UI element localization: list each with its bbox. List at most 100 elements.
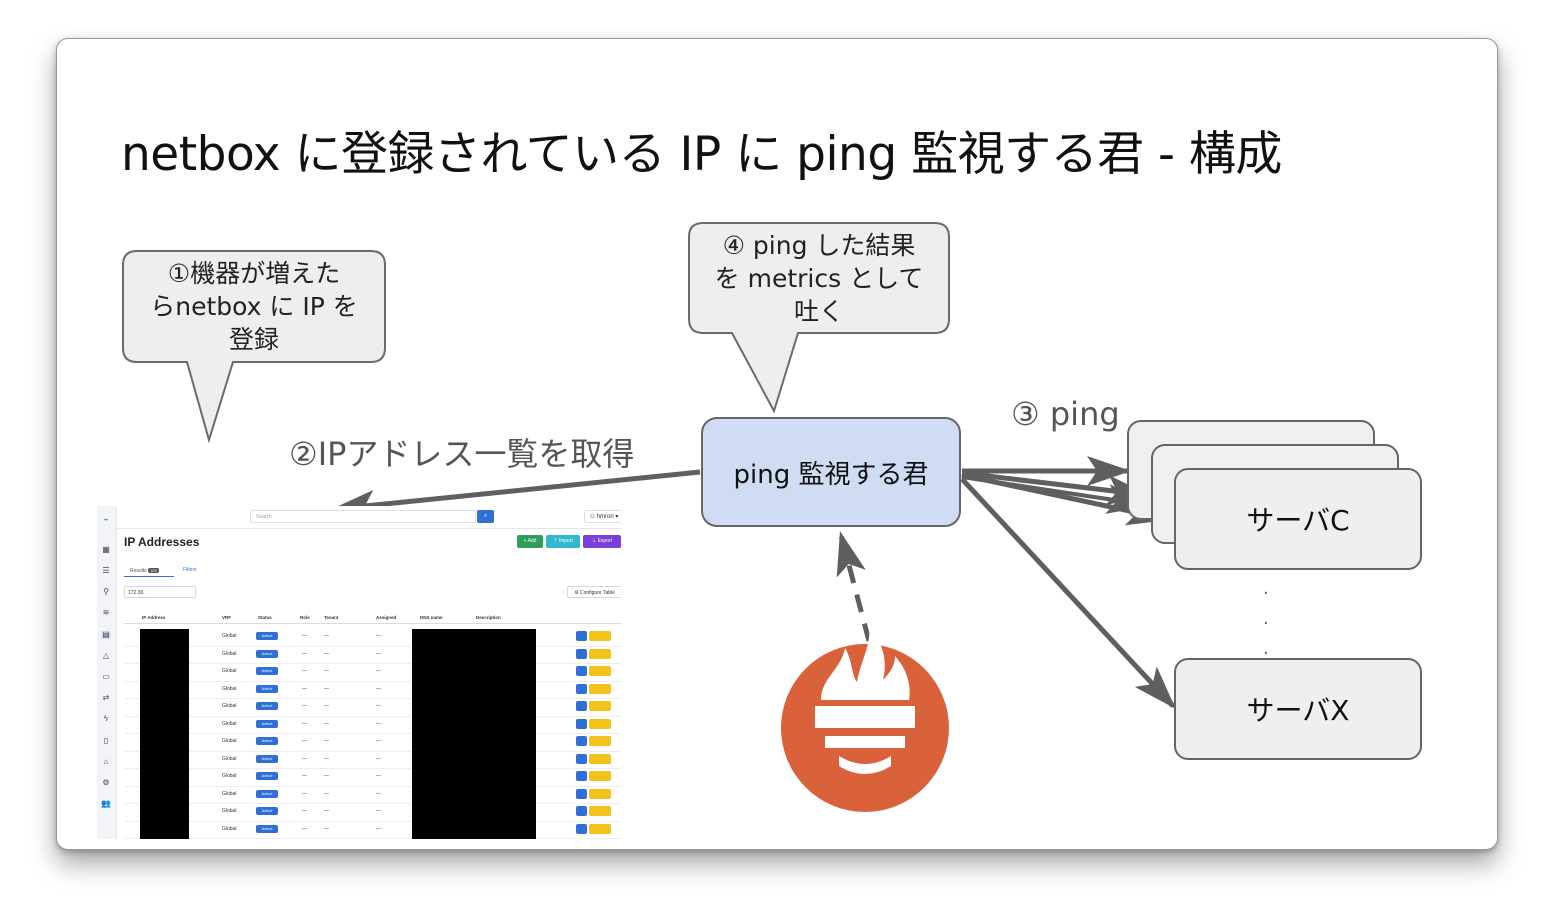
edit-button[interactable] [589, 718, 611, 729]
cell-vrf: Global [222, 825, 237, 832]
status-badge: Active [256, 737, 278, 745]
netbox-results-tab[interactable]: Results 103 [124, 564, 174, 577]
col-description[interactable]: Description [476, 615, 501, 620]
callout-metrics-text: ④ ping した結果 を metrics として 吐く [693, 229, 945, 328]
slide-title: netbox に登録されている IP に ping 監視する君 - 構成 [121, 127, 1282, 182]
cell-role: — [302, 650, 307, 657]
callout-metrics-line-2: を metrics として [714, 264, 924, 293]
col-tenant[interactable]: Tenant [324, 615, 339, 620]
cell-assigned: — [376, 720, 381, 727]
ping-monitor-node: ping 監視する君 [701, 417, 961, 527]
edit-button[interactable] [589, 701, 611, 711]
netbox-search-button[interactable]: ⌕ [477, 510, 494, 523]
callout-register-line-2: らnetbox に IP を [150, 292, 358, 321]
cell-vrf: Global [222, 738, 237, 744]
cell-role: — [302, 808, 307, 814]
edit-button[interactable] [589, 631, 611, 641]
clone-button[interactable] [576, 771, 587, 781]
cell-tenant: — [324, 755, 329, 762]
netbox-add-button[interactable]: + Add [517, 535, 543, 548]
cell-tenant: — [324, 703, 329, 709]
clone-button[interactable] [576, 736, 587, 746]
dot: · [1263, 583, 1269, 604]
ping-label: ③ ping [1011, 395, 1120, 433]
clone-button[interactable] [576, 788, 587, 799]
status-badge: Active [256, 772, 278, 780]
cell-tenant: — [324, 685, 329, 692]
circuit-icon: ⇄ [102, 693, 110, 702]
clone-button[interactable] [576, 806, 587, 816]
document-icon: ▯ [103, 736, 109, 745]
cell-vrf: Global [222, 808, 237, 814]
clone-button[interactable] [576, 753, 587, 764]
netbox-filters-tab[interactable]: Filters [183, 567, 197, 573]
status-badge: Active [256, 824, 278, 833]
ping-arrow-x [960, 477, 1176, 709]
edit-button[interactable] [589, 666, 611, 676]
netbox-search-input[interactable]: Search [250, 510, 476, 523]
redacted-dns-column [412, 629, 536, 839]
callout-metrics-line-1: ④ ping した結果 [722, 231, 916, 260]
status-badge: Active [256, 702, 278, 710]
netbox-quick-filter[interactable]: 172.30. [124, 586, 196, 598]
col-vrf[interactable]: VRF [222, 615, 231, 620]
netbox-configure-table-button[interactable]: ⚙ Configure Table [567, 586, 621, 598]
netbox-import-button[interactable]: ⇡ Import [546, 535, 580, 548]
clone-button[interactable] [576, 648, 587, 659]
col-role[interactable]: Role [300, 615, 310, 620]
edit-button[interactable] [589, 788, 611, 799]
callout-register-line-1: ①機器が増えた [167, 259, 341, 288]
cell-vrf: Global [222, 720, 237, 727]
server-ellipsis: · · · [1263, 579, 1269, 669]
cell-role: — [302, 633, 307, 639]
cell-role: — [302, 738, 307, 744]
netbox-results-label: Results [130, 568, 147, 574]
edit-button[interactable] [589, 823, 611, 834]
edit-button[interactable] [589, 753, 611, 764]
cell-assigned: — [376, 825, 381, 832]
col-assigned[interactable]: Assigned [376, 615, 397, 620]
clone-button[interactable] [576, 718, 587, 729]
status-badge: Active [256, 719, 278, 728]
callout-metrics-line-3: 吐く [793, 297, 844, 326]
clone-button[interactable] [576, 683, 587, 694]
wifi-icon: ≋ [102, 608, 110, 617]
clone-button[interactable] [576, 823, 587, 834]
netbox-results-count: 103 [148, 568, 159, 573]
netbox-export-button[interactable]: ⇣ Export [583, 535, 621, 548]
netbox-user-menu[interactable]: ⚇ hmron ▾ [584, 510, 621, 523]
cell-tenant: — [324, 633, 329, 639]
callout-register-line-3: 登録 [228, 325, 279, 354]
col-status[interactable]: Status [258, 615, 272, 620]
edit-button[interactable] [589, 683, 611, 694]
edit-button[interactable] [589, 771, 611, 781]
cell-assigned: — [376, 738, 381, 744]
col-ip[interactable]: IP Address [142, 615, 166, 620]
edit-button[interactable] [589, 806, 611, 816]
plug-icon: ⚲ [103, 587, 109, 596]
clone-button[interactable] [576, 701, 587, 711]
col-dns[interactable]: DNS name [420, 615, 443, 620]
clone-button[interactable] [576, 666, 587, 676]
clone-button[interactable] [576, 631, 587, 641]
netbox-logo-icon: ⌁ [103, 515, 109, 524]
cell-assigned: — [376, 633, 381, 639]
dot: · [1263, 613, 1269, 634]
edit-button[interactable] [589, 736, 611, 746]
edit-button[interactable] [589, 648, 611, 659]
dot: · [1263, 643, 1269, 664]
power-icon: ϟ [103, 714, 109, 723]
netbox-page-title: IP Addresses [124, 535, 200, 549]
